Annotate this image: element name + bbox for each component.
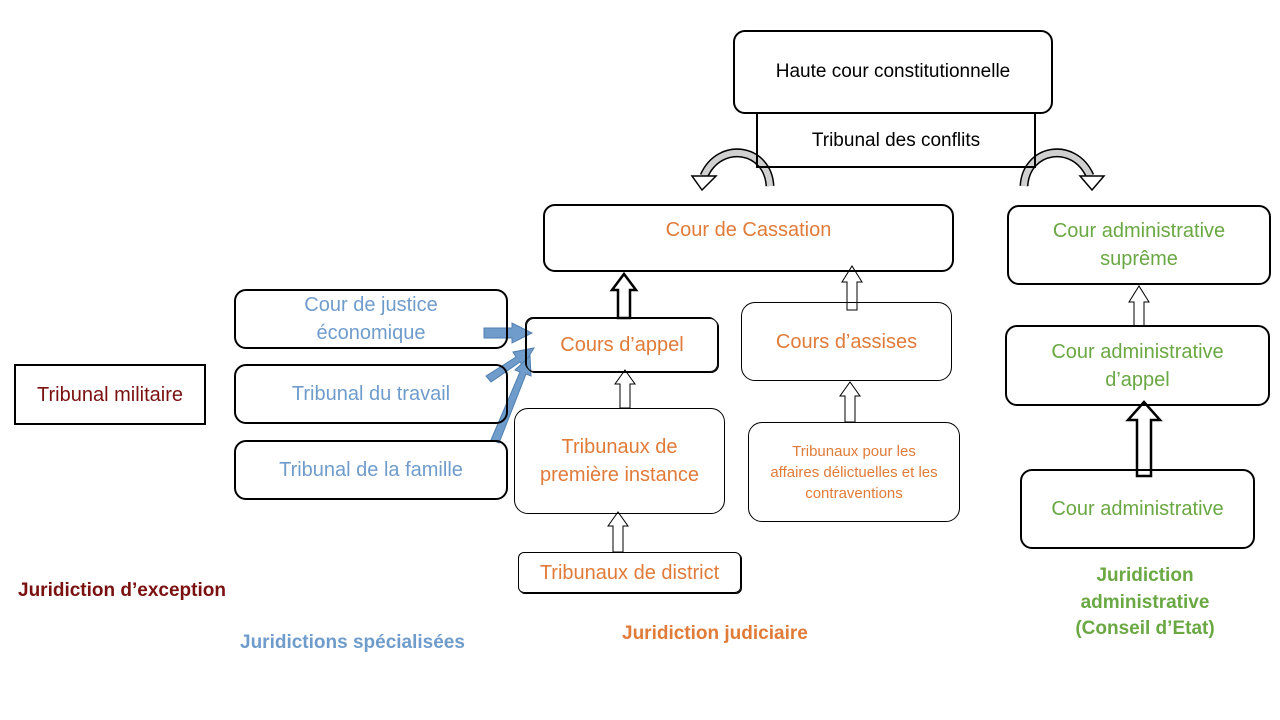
tribunal-militaire-label: Tribunal militaire <box>37 383 183 406</box>
tribunaux-de-district-box: Tribunaux de district <box>518 552 741 593</box>
cours-d-appel-box: Cours d’appel <box>526 318 718 372</box>
arrow-admin-appel-to-supreme <box>1128 285 1150 327</box>
cour-de-cassation-box: Cour de Cassation <box>543 204 954 272</box>
tribunal-militaire-box: Tribunal militaire <box>14 364 206 425</box>
curved-arrow-right <box>1019 148 1106 192</box>
arrow-assises-to-cassation <box>841 265 863 311</box>
cours-d-assises-box: Cours d’assises <box>741 302 952 381</box>
cour-administrative-appel-label: Cour administrative d’appel <box>1051 340 1224 391</box>
cour-justice-economique-label: Cour de justice économique <box>304 294 438 344</box>
arrow-appel-to-cassation <box>609 271 639 320</box>
arrow-premiere-to-appel <box>614 369 636 409</box>
juridiction-administrative-label: Juridiction administrative (Conseil d’Et… <box>1075 565 1215 640</box>
cour-de-cassation-label: Cour de Cassation <box>665 219 832 241</box>
tribunaux-delits-label: Tribunaux pour les affaires délictuelles… <box>770 442 938 502</box>
curved-arrow-left <box>690 148 775 192</box>
cour-administrative-box: Cour administrative <box>1020 469 1255 549</box>
tribunaux-premiere-instance-box: Tribunaux de première instance <box>514 408 725 514</box>
juridictions-specialisees-label: Juridictions spécialisées <box>240 632 465 653</box>
cour-administrative-appel-box: Cour administrative d’appel <box>1005 325 1270 406</box>
tribunal-des-conflits-label: Tribunal des conflits <box>811 129 981 151</box>
juridiction-exception-label: Juridiction d’exception <box>18 580 226 601</box>
haute-cour-box: Haute cour constitutionnelle <box>733 30 1053 114</box>
tribunaux-premiere-instance-label: Tribunaux de première instance <box>540 436 699 486</box>
cours-d-appel-label: Cours d’appel <box>560 334 684 356</box>
tribunal-de-la-famille-box: Tribunal de la famille <box>234 440 508 500</box>
haute-cour-label: Haute cour constitutionnelle <box>775 60 1011 82</box>
cour-administrative-label: Cour administrative <box>1051 498 1224 520</box>
cour-administrative-supreme-box: Cour administrative suprême <box>1007 205 1271 285</box>
cours-d-assises-label: Cours d’assises <box>775 330 918 353</box>
tribunal-de-la-famille-label: Tribunal de la famille <box>279 459 463 481</box>
arrow-district-to-premiere <box>607 511 629 553</box>
tribunal-du-travail-label: Tribunal du travail <box>291 383 451 405</box>
juridiction-judiciaire-label: Juridiction judiciaire <box>622 623 808 644</box>
cour-justice-economique-box: Cour de justice économique <box>234 289 508 349</box>
tribunal-du-travail-box: Tribunal du travail <box>234 364 508 424</box>
tribunaux-delits-box: Tribunaux pour les affaires délictuelles… <box>748 422 960 522</box>
arrow-admin-to-appel <box>1125 400 1163 478</box>
cour-administrative-supreme-label: Cour administrative suprême <box>1052 220 1226 270</box>
tribunaux-de-district-label: Tribunaux de district <box>539 561 720 584</box>
arrow-delits-to-assises <box>839 381 861 423</box>
